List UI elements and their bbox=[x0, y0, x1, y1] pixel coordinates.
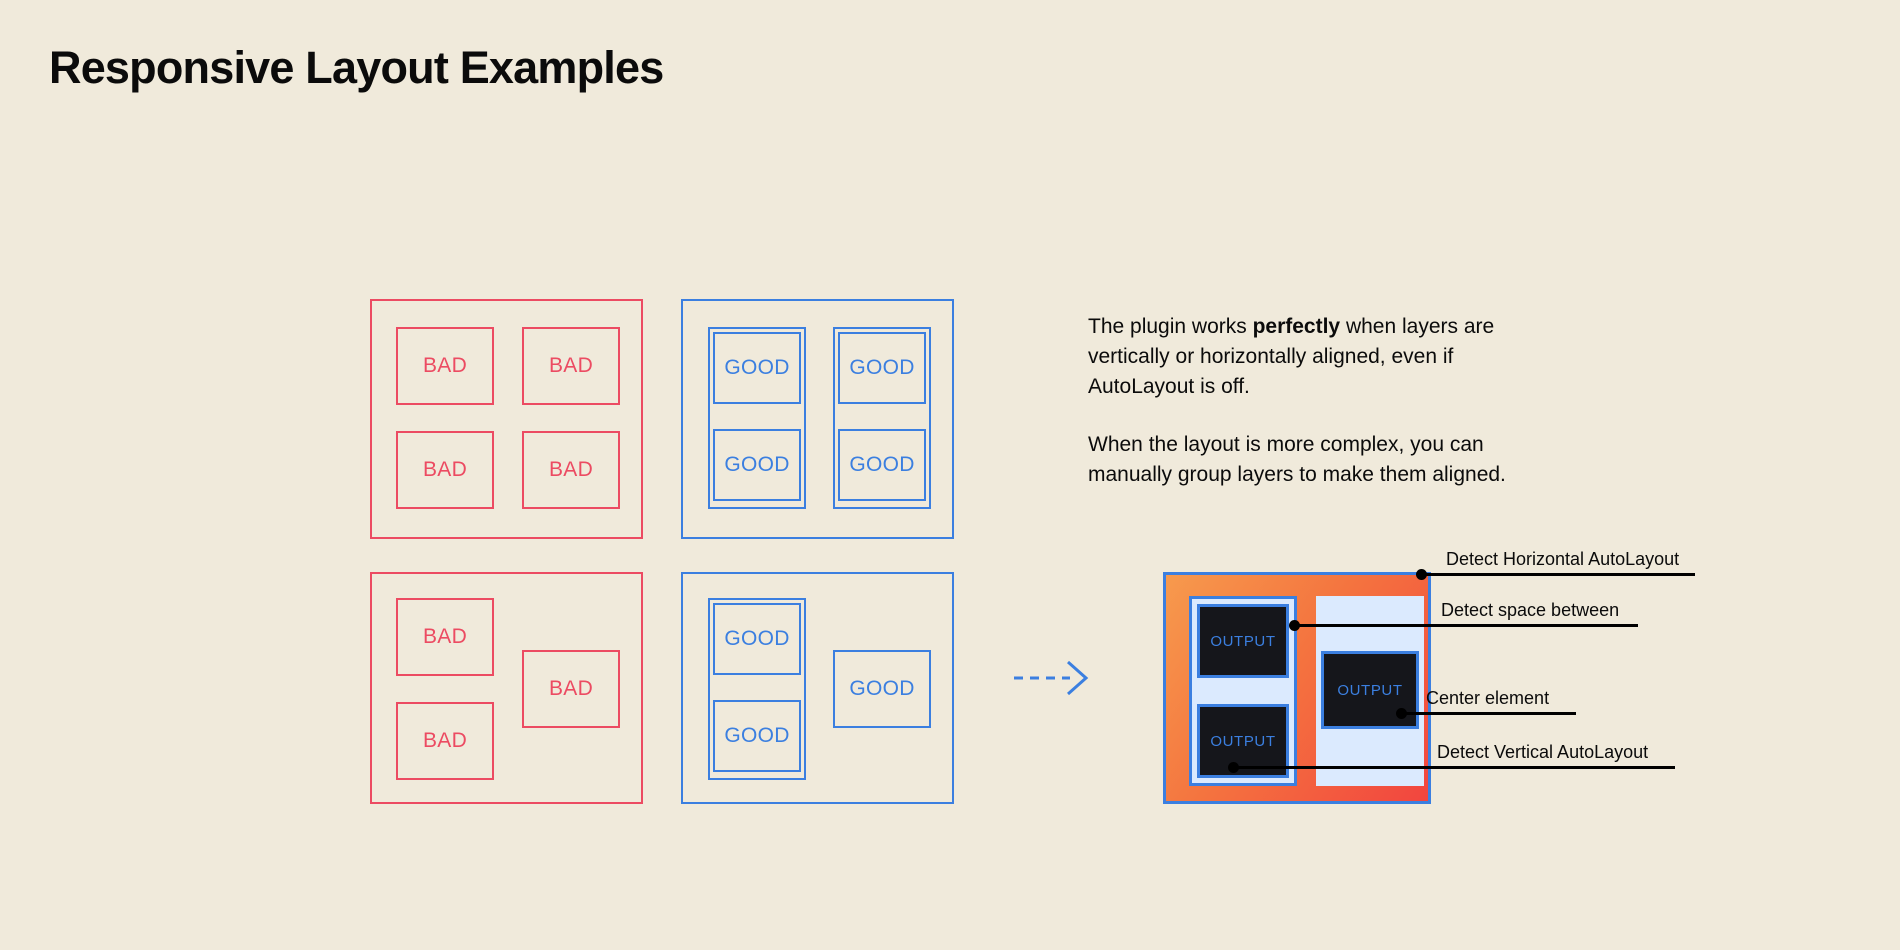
bad-cell-label: BAD bbox=[548, 677, 594, 700]
good-cell-label: GOOD bbox=[724, 356, 790, 379]
good-cell: GOOD bbox=[713, 429, 801, 501]
bad-cell-label: BAD bbox=[422, 729, 468, 752]
good-group: GOOD GOOD bbox=[708, 598, 806, 780]
bad-cell: BAD bbox=[522, 327, 620, 405]
paragraph-2: When the layout is more complex, you can… bbox=[1088, 433, 1506, 486]
bad-cell-label: BAD bbox=[422, 625, 468, 648]
good-cell: GOOD bbox=[713, 700, 801, 772]
good-group: GOOD GOOD bbox=[708, 327, 806, 509]
bad-cell: BAD bbox=[522, 431, 620, 509]
annotation-center-element: Center element bbox=[1396, 688, 1576, 719]
paragraph-1: The plugin works perfectly when layers a… bbox=[1088, 312, 1558, 402]
bad-cell: BAD bbox=[396, 431, 494, 509]
plugin-preview: OUTPUT OUTPUT OUTPUT bbox=[1163, 572, 1431, 804]
bad-cell: BAD bbox=[522, 650, 620, 728]
description-text: The plugin works perfectly when layers a… bbox=[1088, 312, 1558, 490]
annotation-dot bbox=[1416, 569, 1427, 580]
preview-right-column: OUTPUT bbox=[1316, 596, 1424, 786]
annotation-leader-line bbox=[1420, 573, 1695, 576]
annotation-detect-vertical-autolayout: Detect Vertical AutoLayout bbox=[1228, 742, 1675, 773]
annotation-dot bbox=[1396, 708, 1407, 719]
example-good-complex: GOOD GOOD GOOD bbox=[681, 572, 954, 804]
annotation-leader-line bbox=[1400, 712, 1576, 715]
annotation-detect-space-between: Detect space between bbox=[1289, 600, 1638, 631]
annotation-label: Detect space between bbox=[1441, 600, 1620, 620]
bad-cell: BAD bbox=[396, 327, 494, 405]
paragraph-1-bold: perfectly bbox=[1252, 315, 1341, 338]
example-bad-grid: BAD BAD BAD BAD bbox=[370, 299, 643, 539]
output-label: OUTPUT bbox=[1210, 632, 1276, 650]
bad-cell-label: BAD bbox=[422, 458, 468, 481]
paragraph-1-part-a: The plugin works bbox=[1088, 315, 1253, 338]
good-cell: GOOD bbox=[833, 650, 931, 728]
good-cell: GOOD bbox=[838, 429, 926, 501]
good-cell: GOOD bbox=[838, 332, 926, 404]
annotation-dot bbox=[1289, 620, 1300, 631]
output-label: OUTPUT bbox=[1337, 681, 1403, 699]
good-group: GOOD GOOD bbox=[833, 327, 931, 509]
good-cell: GOOD bbox=[713, 332, 801, 404]
annotation-leader-line bbox=[1232, 766, 1675, 769]
good-cell-label: GOOD bbox=[849, 677, 915, 700]
bad-cell-label: BAD bbox=[548, 458, 594, 481]
good-cell-label: GOOD bbox=[849, 453, 915, 476]
annotation-label: Center element bbox=[1426, 688, 1550, 708]
example-good-grid: GOOD GOOD GOOD GOOD bbox=[681, 299, 954, 539]
annotation-label: Detect Horizontal AutoLayout bbox=[1446, 549, 1680, 569]
preview-left-column: OUTPUT OUTPUT bbox=[1189, 596, 1297, 786]
example-bad-complex: BAD BAD BAD bbox=[370, 572, 643, 804]
paragraph-1-part-b: when layers are vertically or horizontal… bbox=[1088, 315, 1495, 398]
dashed-right-arrow-icon bbox=[1012, 658, 1092, 698]
output-box: OUTPUT bbox=[1197, 704, 1289, 778]
bad-cell: BAD bbox=[396, 702, 494, 780]
annotation-leader-line bbox=[1293, 624, 1638, 627]
annotation-label: Detect Vertical AutoLayout bbox=[1437, 742, 1649, 762]
good-cell-label: GOOD bbox=[849, 356, 915, 379]
bad-cell: BAD bbox=[396, 598, 494, 676]
good-cell-label: GOOD bbox=[724, 724, 790, 747]
bad-cell-label: BAD bbox=[422, 354, 468, 377]
good-cell-label: GOOD bbox=[724, 627, 790, 650]
good-cell: GOOD bbox=[713, 603, 801, 675]
page-title: Responsive Layout Examples bbox=[49, 42, 664, 93]
annotation-dot bbox=[1228, 762, 1239, 773]
output-label: OUTPUT bbox=[1210, 732, 1276, 750]
output-box: OUTPUT bbox=[1197, 604, 1289, 678]
annotation-detect-horizontal-autolayout: Detect Horizontal AutoLayout bbox=[1416, 549, 1695, 580]
good-cell-label: GOOD bbox=[724, 453, 790, 476]
bad-cell-label: BAD bbox=[548, 354, 594, 377]
